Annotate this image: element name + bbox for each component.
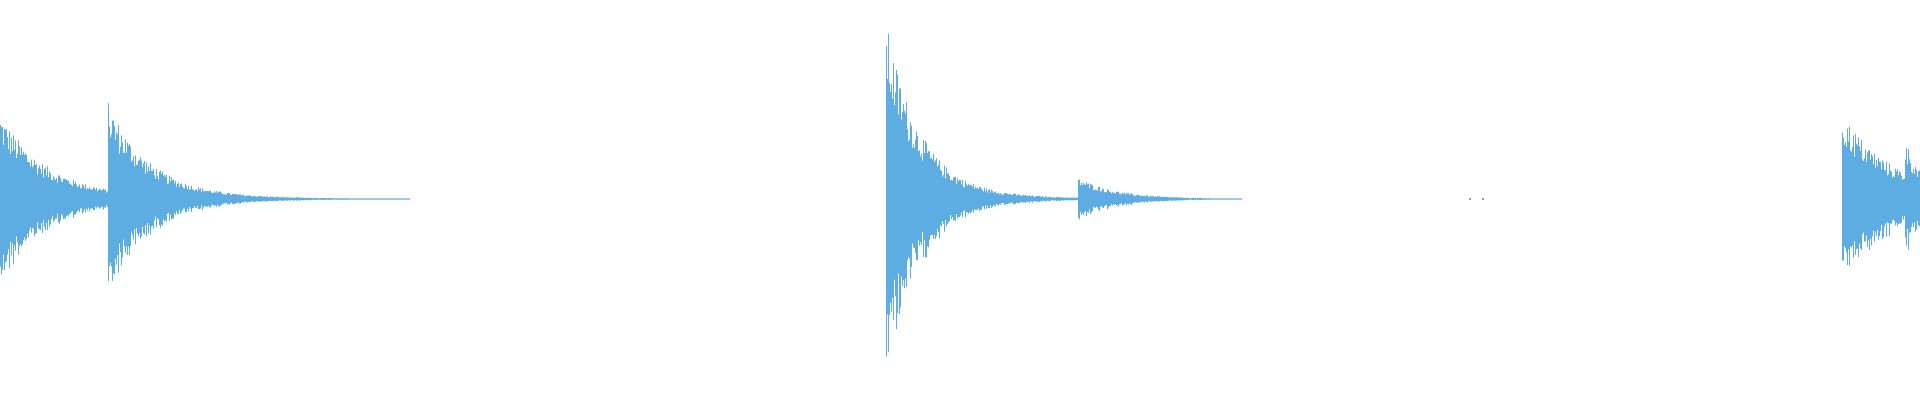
waveform-sample-dot — [1469, 198, 1471, 200]
waveform-sample-dot — [1135, 198, 1137, 200]
waveform-sample-dot — [1044, 198, 1046, 200]
waveform-sample-dot — [1012, 198, 1014, 200]
waveform-sample-dot — [1180, 198, 1182, 200]
waveform-sample-dot — [1023, 198, 1025, 200]
waveform-sample-dot — [1164, 198, 1166, 200]
waveform-sample-dot — [952, 198, 954, 200]
waveform-sample-dot — [1060, 198, 1062, 200]
waveform-sample-dot — [1150, 198, 1152, 200]
waveform-envelope — [0, 33, 1920, 357]
waveform-samples — [0, 33, 1920, 357]
waveform-sample-dot — [1177, 198, 1179, 200]
waveform-sample-dot — [1482, 198, 1484, 200]
